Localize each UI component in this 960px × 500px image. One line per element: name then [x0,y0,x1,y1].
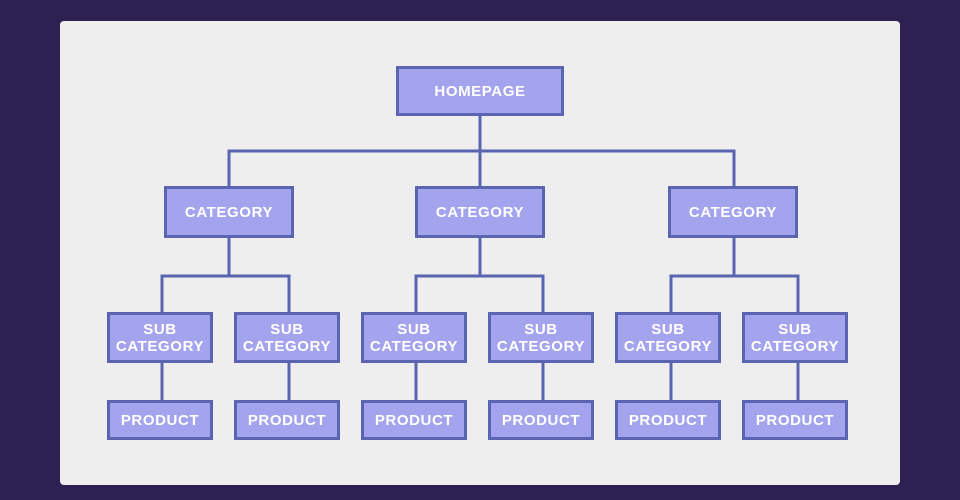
product-label: PRODUCT [120,411,200,429]
subcategory-label-line2: CATEGORY [623,337,713,355]
category-node-3: CATEGORY [668,186,798,238]
subcategory-label-line1: SUB [397,320,431,338]
category-node-1: CATEGORY [164,186,294,238]
category-label: CATEGORY [688,203,778,221]
subcategory-node-3: SUB CATEGORY [361,312,467,363]
product-label: PRODUCT [628,411,708,429]
subcategory-label-line2: CATEGORY [369,337,459,355]
subcategory-node-5: SUB CATEGORY [615,312,721,363]
product-node-6: PRODUCT [742,400,848,440]
homepage-node: HOMEPAGE [396,66,564,116]
product-label: PRODUCT [374,411,454,429]
subcategory-node-6: SUB CATEGORY [742,312,848,363]
product-node-5: PRODUCT [615,400,721,440]
subcategory-node-4: SUB CATEGORY [488,312,594,363]
subcategory-node-1: SUB CATEGORY [107,312,213,363]
product-node-4: PRODUCT [488,400,594,440]
product-node-1: PRODUCT [107,400,213,440]
category-label: CATEGORY [184,203,274,221]
subcategory-label-line2: CATEGORY [496,337,586,355]
subcategory-label-line2: CATEGORY [115,337,205,355]
sitemap-diagram-panel: HOMEPAGE CATEGORY CATEGORY CATEGORY SUB … [60,21,900,485]
homepage-label: HOMEPAGE [434,82,526,100]
category-label: CATEGORY [435,203,525,221]
product-node-2: PRODUCT [234,400,340,440]
subcategory-node-2: SUB CATEGORY [234,312,340,363]
subcategory-label-line1: SUB [524,320,558,338]
subcategory-label-line2: CATEGORY [242,337,332,355]
subcategory-label-line1: SUB [143,320,177,338]
subcategory-label-line2: CATEGORY [750,337,840,355]
subcategory-label-line1: SUB [778,320,812,338]
product-node-3: PRODUCT [361,400,467,440]
product-label: PRODUCT [247,411,327,429]
subcategory-label-line1: SUB [270,320,304,338]
category-node-2: CATEGORY [415,186,545,238]
product-label: PRODUCT [501,411,581,429]
connector-lines [160,113,800,403]
subcategory-label-line1: SUB [651,320,685,338]
product-label: PRODUCT [755,411,835,429]
